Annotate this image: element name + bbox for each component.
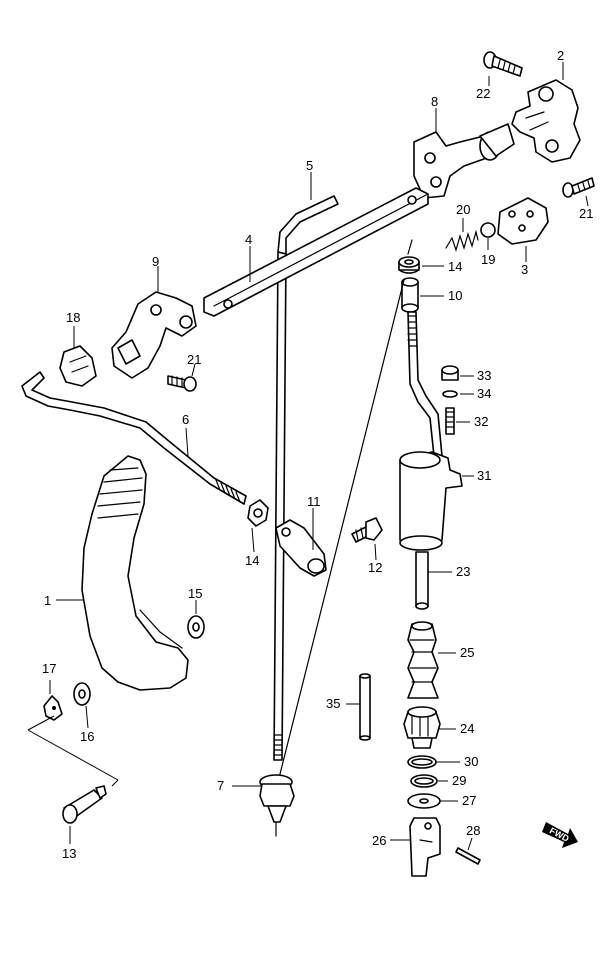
callout-3: 3 (521, 262, 528, 277)
part-17-clip (43, 695, 63, 721)
part-9-bracket (111, 291, 197, 379)
callout-6: 6 (182, 412, 189, 427)
callout-17: 17 (42, 661, 56, 676)
callout-19: 19 (481, 252, 495, 267)
callout-35: 35 (326, 696, 340, 711)
part-23-shaft (415, 551, 429, 610)
part-19-ball (480, 222, 496, 238)
part-16-washer (73, 682, 91, 706)
callout-22: 22 (476, 86, 490, 101)
part-3-plate (497, 197, 549, 245)
callout-30: 30 (464, 754, 478, 769)
part-15-washer (187, 615, 205, 639)
part-8-housing (413, 123, 515, 199)
part-6-link-rod (21, 371, 247, 505)
part-18-clip (59, 345, 97, 387)
part-33-nut (441, 365, 459, 381)
callout-11: 11 (307, 494, 321, 509)
part-31-knob (399, 451, 463, 551)
part-25-boot (407, 621, 439, 699)
callout-labels: 2 22 8 5 21 20 4 19 9 14 3 10 18 21 33 3… (42, 48, 593, 861)
callout-4: 4 (245, 232, 252, 247)
part-10-sleeve (401, 277, 419, 313)
callout-18: 18 (66, 310, 80, 325)
part-14-nut-lower (247, 499, 269, 527)
part-26-bracket (409, 817, 441, 877)
callout-2: 2 (557, 48, 564, 63)
part-4-bar (203, 187, 429, 317)
callout-28: 28 (466, 823, 480, 838)
part-7-grommet (259, 774, 295, 837)
callout-21a: 21 (187, 352, 201, 367)
part-28-pin (455, 847, 481, 865)
part-1-lever (81, 455, 189, 691)
lever-upper-rod (407, 311, 443, 457)
callout-7: 7 (217, 778, 224, 793)
callout-29: 29 (452, 773, 466, 788)
part-12-screw (351, 517, 383, 543)
part-34-washer (442, 390, 458, 398)
callout-25: 25 (460, 645, 474, 660)
callout-31: 31 (477, 468, 491, 483)
callout-33: 33 (477, 368, 491, 383)
part-21-bolt-left (167, 375, 197, 392)
callout-5: 5 (306, 158, 313, 173)
part-11-arm (275, 519, 327, 577)
part-22-bolt (483, 51, 523, 77)
part-21-bolt-right (562, 177, 595, 198)
callout-23: 23 (456, 564, 470, 579)
callout-15: 15 (188, 586, 202, 601)
callout-21b: 21 (579, 206, 593, 221)
callout-13: 13 (62, 846, 76, 861)
part-13-pin (27, 715, 119, 824)
part-20-spring (445, 229, 479, 253)
callout-26: 26 (372, 833, 386, 848)
callout-32: 32 (474, 414, 488, 429)
callout-1: 1 (44, 593, 51, 608)
callout-14a: 14 (448, 259, 462, 274)
leader-lines (49, 62, 589, 851)
part-14-nut-upper (398, 256, 420, 274)
callout-20: 20 (456, 202, 470, 217)
callout-12: 12 (368, 560, 382, 575)
part-29-oring (410, 774, 438, 788)
part-35-pin (359, 673, 371, 741)
callout-27: 27 (462, 793, 476, 808)
part-5-rod (273, 195, 339, 761)
callout-8: 8 (431, 94, 438, 109)
callout-16: 16 (80, 729, 94, 744)
part-24-bushing (403, 706, 441, 749)
part-32-stud (445, 407, 455, 435)
part-30-oring (407, 755, 437, 769)
callout-10: 10 (448, 288, 462, 303)
callout-34: 34 (477, 386, 491, 401)
callout-24: 24 (460, 721, 474, 736)
diagonal-rod (275, 239, 413, 791)
callout-9: 9 (152, 254, 159, 269)
fwd-arrow-icon: FWD (542, 822, 578, 848)
part-2-bracket (511, 79, 581, 163)
part-27-washer (407, 793, 441, 809)
callout-14b: 14 (245, 553, 259, 568)
